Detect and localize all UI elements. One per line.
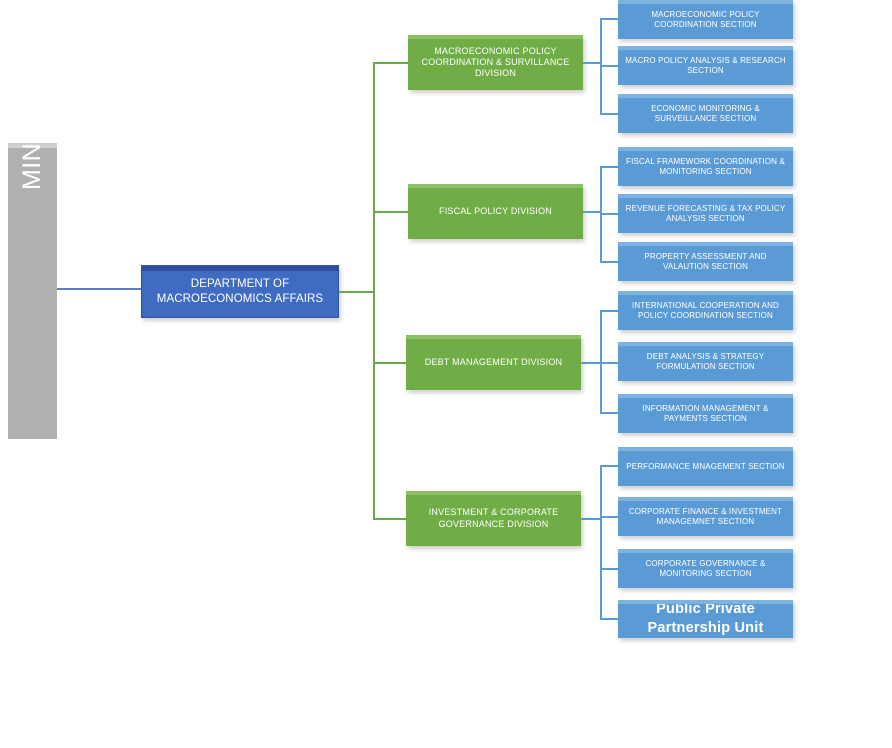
section-box-1-3[interactable]: ECONOMIC MONITORING & SURVEILLANCE SECTI… [618, 94, 793, 133]
connector-to-division-3 [373, 362, 406, 364]
connector-division-3-stub [581, 362, 601, 364]
division-box-3[interactable]: DEBT MANAGEMENT DIVISION [406, 335, 581, 390]
division-box-2[interactable]: FISCAL POLICY DIVISION [408, 184, 583, 239]
division-box-1[interactable]: MACROECONOMIC POLICY COORDINATION & SURV… [408, 35, 583, 90]
connector-ministry-to-department [57, 288, 141, 290]
section-box-1-2[interactable]: MACRO POLICY ANALYSIS & RESEARCH SECTION [618, 46, 793, 85]
connector-department-stub [339, 291, 373, 293]
connector-to-section-2-1 [600, 166, 618, 168]
section-box-3-2[interactable]: DEBT ANALYSIS & STRATEGY FORMULATION SEC… [618, 342, 793, 381]
connector-division-4-trunk [600, 466, 602, 619]
connector-to-division-2 [373, 211, 408, 213]
connector-to-division-4 [373, 518, 406, 520]
connector-to-section-3-2 [600, 362, 618, 364]
section-box-4-4-public-private-partnership-unit[interactable]: Public Private Partnership Unit [618, 600, 793, 638]
section-box-2-3[interactable]: PROPERTY ASSESSMENT AND VALAUTION SECTIO… [618, 242, 793, 281]
connector-to-division-1 [373, 62, 408, 64]
section-box-3-3[interactable]: INFORMATION MANAGEMENT & PAYMENTS SECTIO… [618, 394, 793, 433]
section-box-4-3[interactable]: CORPORATE GOVERNANCE & MONITORING SECTIO… [618, 549, 793, 588]
division-box-4[interactable]: INVESTMENT & CORPORATE GOVERNANCE DIVISI… [406, 491, 581, 546]
section-box-2-1[interactable]: FISCAL FRAMEWORK COORDINATION & MONITORI… [618, 147, 793, 186]
connector-to-section-4-1 [600, 465, 618, 467]
connector-division-trunk [373, 63, 375, 519]
connector-to-section-1-3 [600, 113, 618, 115]
section-box-2-2[interactable]: REVENUE FORECASTING & TAX POLICY ANALYSI… [618, 194, 793, 233]
connector-division-4-stub [581, 518, 601, 520]
department-box[interactable]: DEPARTMENT OF MACROECONOMICS AFFAIRS [141, 265, 339, 318]
connector-division-1-stub [583, 62, 601, 64]
connector-to-section-1-1 [600, 18, 618, 20]
section-box-4-1[interactable]: PERFORMANCE MNAGEMENT SECTION [618, 447, 793, 486]
connector-to-section-4-4 [600, 618, 618, 620]
connector-division-2-stub [583, 211, 601, 213]
connector-to-section-1-2 [600, 65, 618, 67]
connector-to-section-3-1 [600, 310, 618, 312]
connector-to-section-2-3 [600, 261, 618, 263]
connector-to-section-4-2 [600, 516, 618, 518]
section-box-1-1[interactable]: MACROECONOMIC POLICY COORDINATION SECTIO… [618, 0, 793, 39]
connector-to-section-3-3 [600, 412, 618, 414]
ministry-banner [8, 143, 57, 439]
connector-to-section-4-3 [600, 568, 618, 570]
section-box-3-1[interactable]: INTERNATIONAL COOPERATION AND POLICY COO… [618, 291, 793, 330]
section-box-4-2[interactable]: CORPORATE FINANCE & INVESTMENT MANAGEMNE… [618, 497, 793, 536]
connector-to-section-2-2 [600, 213, 618, 215]
